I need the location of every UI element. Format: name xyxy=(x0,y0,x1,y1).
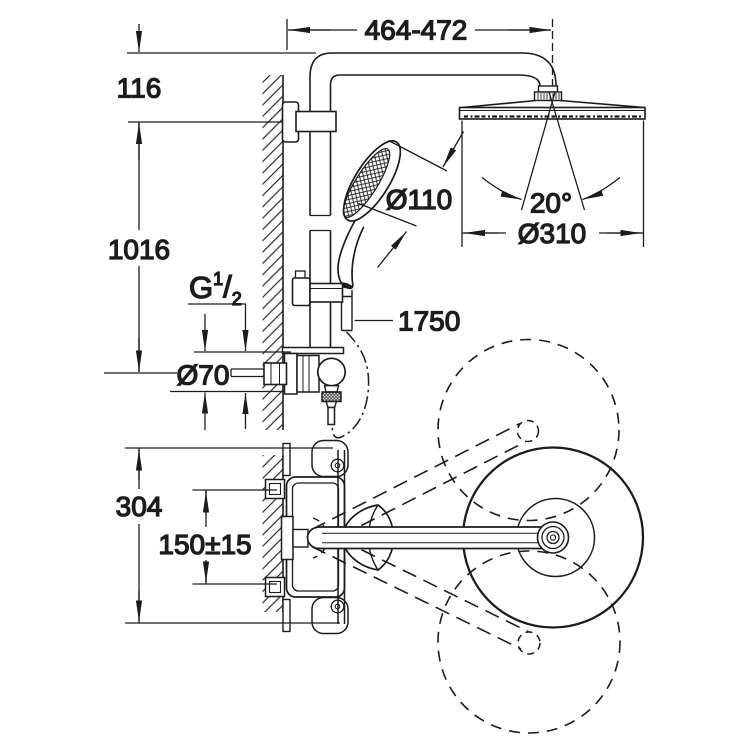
dimension-label-escutcheon: Ø70 xyxy=(177,360,230,391)
wall-bracket xyxy=(281,101,337,143)
dimension-label-arm-offset: 116 xyxy=(117,73,162,104)
hand-shower-face xyxy=(342,147,391,219)
dimension-label-riser-height: 1016 xyxy=(108,234,170,265)
arm-pivot-boss xyxy=(280,515,294,561)
annotations: 464-472 116 1016 G1/2 Ø70 xyxy=(106,13,645,624)
thermostat-plan xyxy=(264,439,349,635)
dimension-label-top-width: 464-472 xyxy=(365,15,468,46)
dimension-1016: 1016 xyxy=(106,230,172,372)
plan-view xyxy=(262,338,645,734)
supply-fitting xyxy=(230,362,288,386)
dimension-label-head-diameter: Ø310 xyxy=(518,218,587,249)
dimension-top-width: 464-472 xyxy=(288,13,551,46)
thermostat-elevation xyxy=(281,346,347,426)
dimension-label-valve-height: 304 xyxy=(116,491,163,522)
grip-end-top xyxy=(311,439,349,478)
dimension-label-hand-shower: Ø110 xyxy=(386,184,452,215)
dimension-supply-distance: 150±15 xyxy=(157,489,277,585)
thread-size-label: G1/2 xyxy=(189,269,242,309)
hose-length-callout: 1750 xyxy=(354,305,461,337)
head-swivel-position-upper xyxy=(437,338,620,522)
dimension-116: 116 xyxy=(112,24,166,160)
shower-arm-and-riser xyxy=(304,52,557,348)
hose-coupling-nut xyxy=(321,391,342,403)
dimension-label-supply-distance: 150±15 xyxy=(158,529,251,560)
swivel-range-dashed xyxy=(311,338,621,734)
shower-hose xyxy=(331,331,370,439)
dimension-hand-shower-diameter: Ø110 xyxy=(358,131,465,268)
dimension-valve-height: 304 xyxy=(110,447,340,624)
head-swivel-position-lower xyxy=(437,550,621,734)
hand-shower xyxy=(337,140,402,332)
shower-arm-plan xyxy=(280,515,570,561)
slide-holder xyxy=(291,270,344,307)
thread-label-g-half: G1/2 xyxy=(188,268,249,429)
spray-cone-lines xyxy=(520,91,586,211)
dimension-label-spray-angle: 20° xyxy=(530,188,572,219)
dimension-head-diameter: Ø310 xyxy=(461,120,645,250)
dimension-escutcheon-diameter: Ø70 xyxy=(170,314,291,430)
hose-length-label: 1750 xyxy=(398,306,460,337)
grip-end-bottom xyxy=(311,596,349,635)
dimension-spray-angle: 20° xyxy=(481,176,621,219)
hose-connector xyxy=(340,290,353,332)
head-shower-elevation xyxy=(458,85,646,120)
temperature-knob xyxy=(316,357,347,387)
